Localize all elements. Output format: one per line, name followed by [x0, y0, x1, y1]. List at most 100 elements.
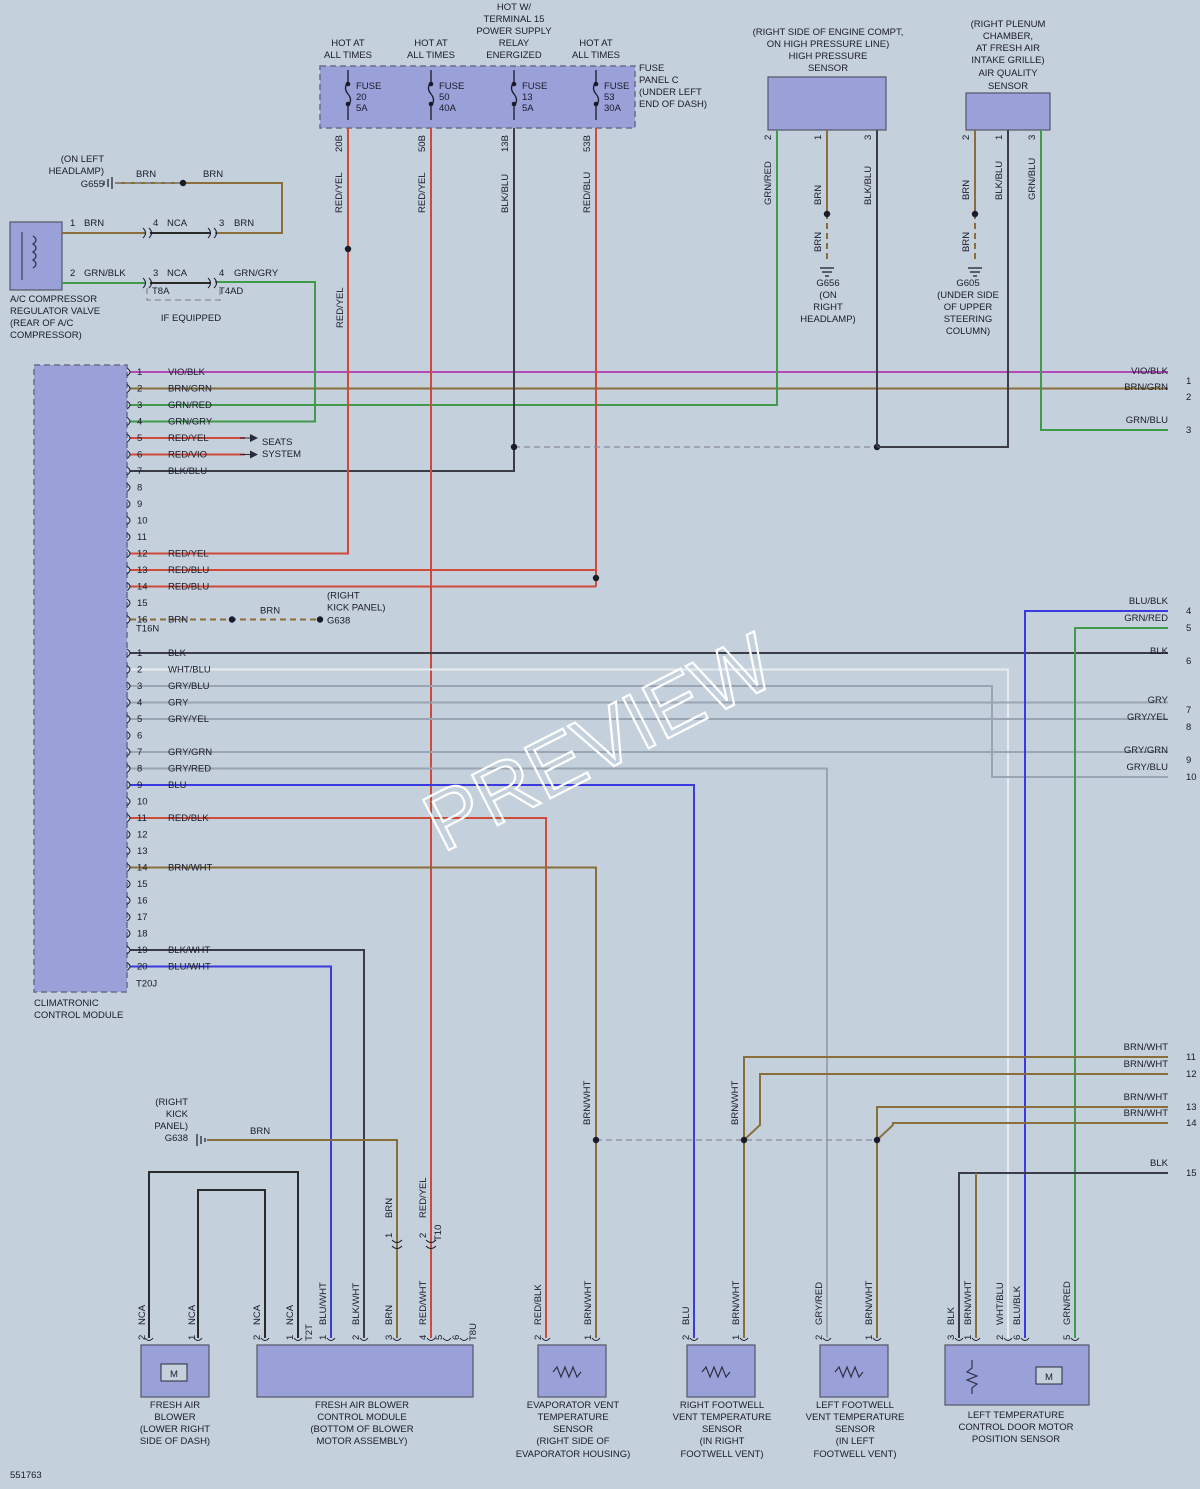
fuse-f50-text-1: 50 [439, 92, 450, 103]
connector-t4ad: T4AD [219, 286, 243, 297]
module-a-pin-16: 16 [137, 615, 148, 626]
lfw-label-1: VENT TEMPERATURE [806, 1412, 905, 1423]
edge-ref-7: 7 [1186, 705, 1191, 716]
evap-up-wire: BRN/WHT [582, 1080, 593, 1125]
edge-ref-6: 6 [1186, 656, 1191, 667]
hp-sensor-box [767, 76, 887, 131]
bm-wire-0: NCA [252, 1304, 263, 1325]
splice-dot [344, 245, 352, 253]
ltemp-pin-4: 5 [1062, 1335, 1073, 1340]
pin-connector-icon [207, 227, 217, 239]
ac-valve-label-1: REGULATOR VALVE [10, 306, 100, 317]
pin-connector-icon [126, 714, 131, 724]
lfw-label-3: (IN LEFT [836, 1436, 875, 1447]
fuse-terminal-icon [345, 101, 351, 107]
g638-wire-label: BRN [260, 606, 280, 617]
pin-connector-icon [126, 565, 131, 575]
module-b-wire-1: BLK [168, 648, 187, 659]
ltemp-label-0: LEFT TEMPERATURE [968, 1410, 1065, 1421]
module-b-wire-3: GRY/BLU [168, 681, 210, 692]
aq-ground-4: COLUMN) [946, 326, 990, 337]
edge-wire-15: BLK [1150, 1158, 1169, 1169]
fuse-f53-text-2: 30A [604, 103, 622, 114]
splice-dot [316, 616, 324, 623]
splice-dot [740, 1136, 748, 1144]
fuse-f50-circuit: 50B [417, 135, 428, 152]
blower-module-box [256, 1344, 474, 1398]
module-b-wire-8: GRY/RED [168, 764, 211, 775]
aq-ground-0: G605 [956, 278, 979, 289]
rfw-pin-1: 1 [731, 1335, 742, 1340]
wire-red-blk [130, 817, 547, 1338]
fuse-f53-text-1: 53 [604, 92, 615, 103]
fuse-f13-text-2: 5A [522, 103, 534, 114]
module-b-wire-11: RED/BLK [168, 813, 209, 824]
pin-connector-icon [126, 384, 131, 393]
rfw-label-2: SENSOR [702, 1424, 742, 1435]
evap-label-3: (RIGHT SIDE OF [536, 1436, 609, 1447]
edge-wire-13: BRN/WHT [1124, 1092, 1169, 1103]
diagram-id: 551763 [10, 1470, 42, 1481]
splice-dot [873, 1136, 881, 1144]
connector-t10: T10 [433, 1225, 444, 1241]
g638-label-1: KICK PANEL) [327, 603, 385, 614]
module-b-pin-8: 8 [137, 764, 142, 775]
fuse13-header-1: TERMINAL 15 [484, 14, 545, 25]
bm-pin-4: 3 [384, 1335, 395, 1340]
module-b-wire-7: GRY/GRN [168, 747, 212, 758]
rfw-label-1: VENT TEMPERATURE [673, 1412, 772, 1423]
acv-mid-pin-1: 3 [153, 268, 158, 279]
pin-connector-icon [126, 549, 131, 558]
fuse-f13-text-1: 13 [522, 92, 533, 103]
bottom-g638-1: KICK [166, 1109, 189, 1120]
module-a-wire-7: BLK/BLU [168, 466, 207, 477]
fuse-f20-text-0: FUSE [356, 81, 381, 92]
fuse-f50-wire-label: RED/YEL [417, 172, 428, 213]
aq-sensor-box [965, 92, 1051, 131]
hp-gnd-wire: BRN [813, 232, 824, 252]
aq-ground-3: STEERING [944, 314, 993, 325]
splice-dot [592, 1136, 600, 1144]
acv-right-wire-1: GRN/GRY [234, 268, 279, 279]
connector-t16n: T16N [136, 624, 159, 635]
acv-wire-1: GRN/BLK [84, 268, 126, 279]
wire-blk-wht [130, 949, 365, 1338]
module-a-pin-11: 11 [137, 532, 147, 543]
pin-connector-icon [391, 1239, 437, 1249]
connector-t20j: T20J [136, 979, 157, 990]
pin-connector-icon [126, 863, 131, 872]
module-a-pin-3: 3 [137, 400, 142, 411]
ltemp-motor-letter: M [1045, 1372, 1053, 1383]
splice-dot [823, 210, 831, 218]
edge-wire-3: GRN/BLU [1126, 415, 1168, 426]
pin-connector-icon [126, 433, 131, 443]
ltemp-box [944, 1344, 1090, 1406]
fuse-headers: HOT AT ALL TIMES HOT AT ALL TIMES HOT W/… [324, 2, 620, 61]
wire-red-yel-lower-label: RED/YEL [335, 287, 346, 328]
wire-blu-blk [1024, 610, 1168, 1338]
fuse-panel-label-1: PANEL C [639, 75, 679, 86]
aq-label-2: AT FRESH AIR [976, 43, 1040, 54]
pin-connector-icon [1020, 1337, 1030, 1341]
splice-dot [971, 210, 979, 218]
fuse-f20-text-2: 5A [356, 103, 368, 114]
module-box [33, 364, 128, 993]
edge-wire-8: GRY/YEL [1127, 712, 1168, 723]
module-a-pin-13: 13 [137, 565, 148, 576]
pin-connector-icon [126, 516, 131, 525]
aq-pin-2: 2 [961, 135, 972, 140]
pin-connector-icon [126, 367, 131, 377]
acv-right-wire-0: BRN [234, 218, 254, 229]
wire-grn-gry [130, 281, 316, 423]
seats-label-0: SEATS [262, 437, 292, 448]
bottom-t10-pin-1: 2 [418, 1233, 429, 1238]
ac-valve-label-3: COMPRESSOR) [10, 330, 82, 341]
module-b-pin-2: 2 [137, 665, 142, 676]
g655-wire-1: BRN [203, 169, 223, 180]
wire-blk-15 [958, 1172, 1168, 1338]
lfw-pin-0: 2 [814, 1335, 825, 1340]
edge-wire-4: BLU/BLK [1129, 596, 1169, 607]
wire-brn-wht-13 [876, 1106, 1168, 1338]
pin-connector-icon [142, 227, 152, 239]
module-a-wire-14: RED/BLU [168, 582, 209, 593]
